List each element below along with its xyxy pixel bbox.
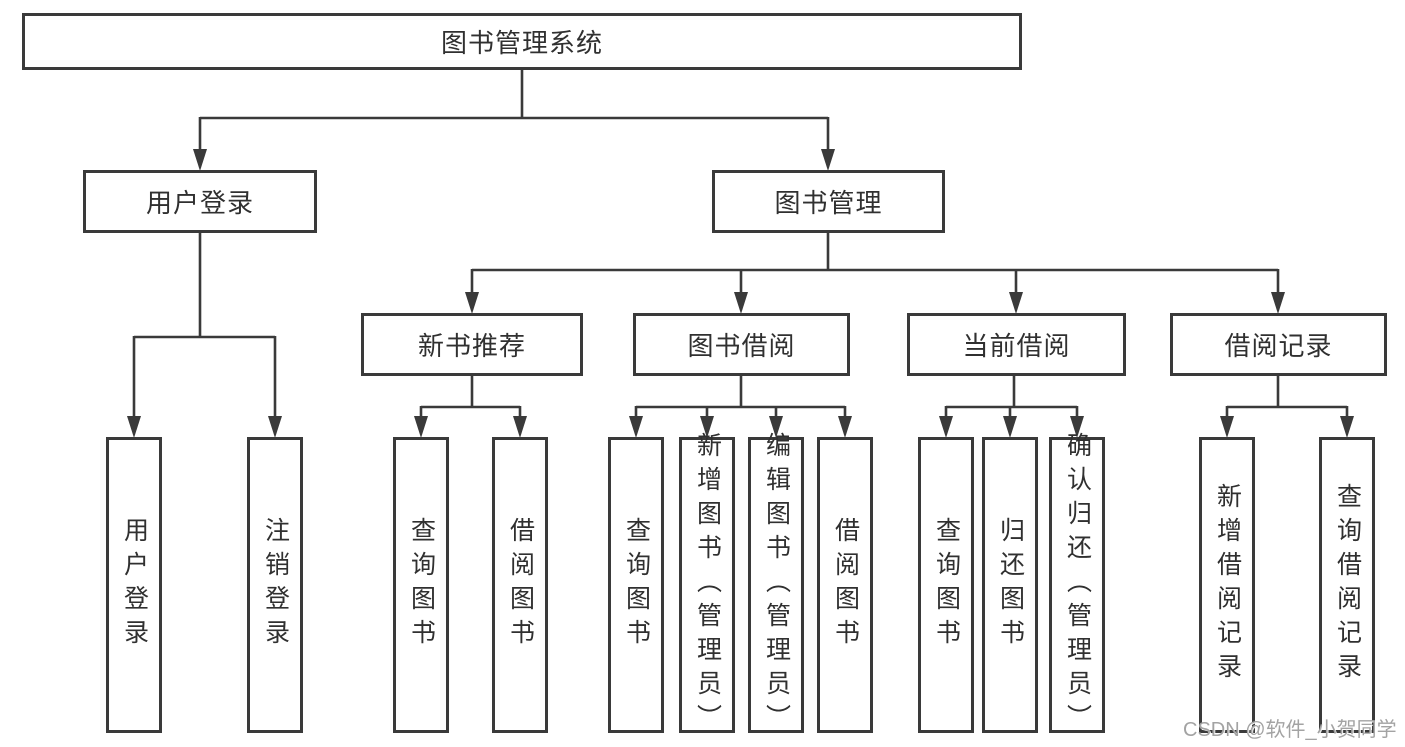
node-current-borrowing: 当前借阅 xyxy=(907,313,1126,376)
leaf-user-login-label: 用户登录 xyxy=(120,517,149,653)
node-user-login-group-label: 用户登录 xyxy=(145,188,254,218)
leaf-records-add-borrow-record-label: 新增借阅记录 xyxy=(1213,483,1242,687)
connector-root-to-level2 xyxy=(198,70,830,166)
leaf-user-login: 用户登录 xyxy=(106,437,162,733)
leaf-bookborrow-query-books-label: 查询图书 xyxy=(622,517,651,653)
node-user-login-group: 用户登录 xyxy=(83,170,317,233)
connector-bookborrow-to-leaves xyxy=(634,375,847,433)
leaf-logout-label: 注销登录 xyxy=(261,517,290,653)
node-root-library-management-system: 图书管理系统 xyxy=(22,13,1022,70)
connector-newbooks-to-leaves xyxy=(419,375,522,433)
leaf-currentborrow-query-books: 查询图书 xyxy=(918,437,974,733)
node-book-management-group-label: 图书管理 xyxy=(774,188,883,218)
leaf-currentborrow-query-books-label: 查询图书 xyxy=(932,517,961,653)
connector-bookmgmt-to-level3 xyxy=(470,232,1280,309)
leaf-newbooks-query-books: 查询图书 xyxy=(393,437,449,733)
leaf-bookborrow-add-books-admin-label: 新增图书（管理员） xyxy=(693,432,722,738)
leaf-newbooks-borrow-books: 借阅图书 xyxy=(492,437,548,733)
leaf-currentborrow-confirm-return-admin: 确认归还（管理员） xyxy=(1049,432,1105,738)
node-current-borrowing-label: 当前借阅 xyxy=(962,331,1071,361)
node-new-book-recommend: 新书推荐 xyxy=(361,313,583,376)
node-book-management-group: 图书管理 xyxy=(712,170,945,233)
node-new-book-recommend-label: 新书推荐 xyxy=(417,331,526,361)
leaf-records-add-borrow-record: 新增借阅记录 xyxy=(1199,437,1255,733)
leaf-logout: 注销登录 xyxy=(247,437,303,733)
leaf-records-query-borrow-record-label: 查询借阅记录 xyxy=(1333,483,1362,687)
leaf-bookborrow-borrow-books: 借阅图书 xyxy=(817,437,873,733)
leaf-bookborrow-borrow-books-label: 借阅图书 xyxy=(831,517,860,653)
csdn-watermark: CSDN @软件_小贺同学 xyxy=(1183,719,1397,741)
leaf-currentborrow-return-books-label: 归还图书 xyxy=(996,517,1025,653)
node-root-label: 图书管理系统 xyxy=(440,28,603,58)
leaf-newbooks-query-books-label: 查询图书 xyxy=(407,517,436,653)
arrowheads xyxy=(127,149,1354,438)
leaf-currentborrow-confirm-return-admin-label: 确认归还（管理员） xyxy=(1063,432,1092,738)
leaf-bookborrow-query-books: 查询图书 xyxy=(608,437,664,733)
leaf-currentborrow-return-books: 归还图书 xyxy=(982,437,1038,733)
node-borrowing-records-label: 借阅记录 xyxy=(1224,331,1333,361)
node-borrowing-records: 借阅记录 xyxy=(1170,313,1387,376)
node-book-borrowing: 图书借阅 xyxy=(633,313,850,376)
leaf-bookborrow-edit-books-admin: 编辑图书（管理员） xyxy=(748,432,804,738)
leaf-newbooks-borrow-books-label: 借阅图书 xyxy=(506,517,535,653)
leaf-records-query-borrow-record: 查询借阅记录 xyxy=(1319,437,1375,733)
node-book-borrowing-label: 图书借阅 xyxy=(687,331,796,361)
connector-userlogin-to-leaves xyxy=(132,232,277,433)
connector-borrowrecords-to-leaves xyxy=(1225,375,1349,433)
leaf-bookborrow-edit-books-admin-label: 编辑图书（管理员） xyxy=(762,432,791,738)
leaf-bookborrow-add-books-admin: 新增图书（管理员） xyxy=(679,432,735,738)
